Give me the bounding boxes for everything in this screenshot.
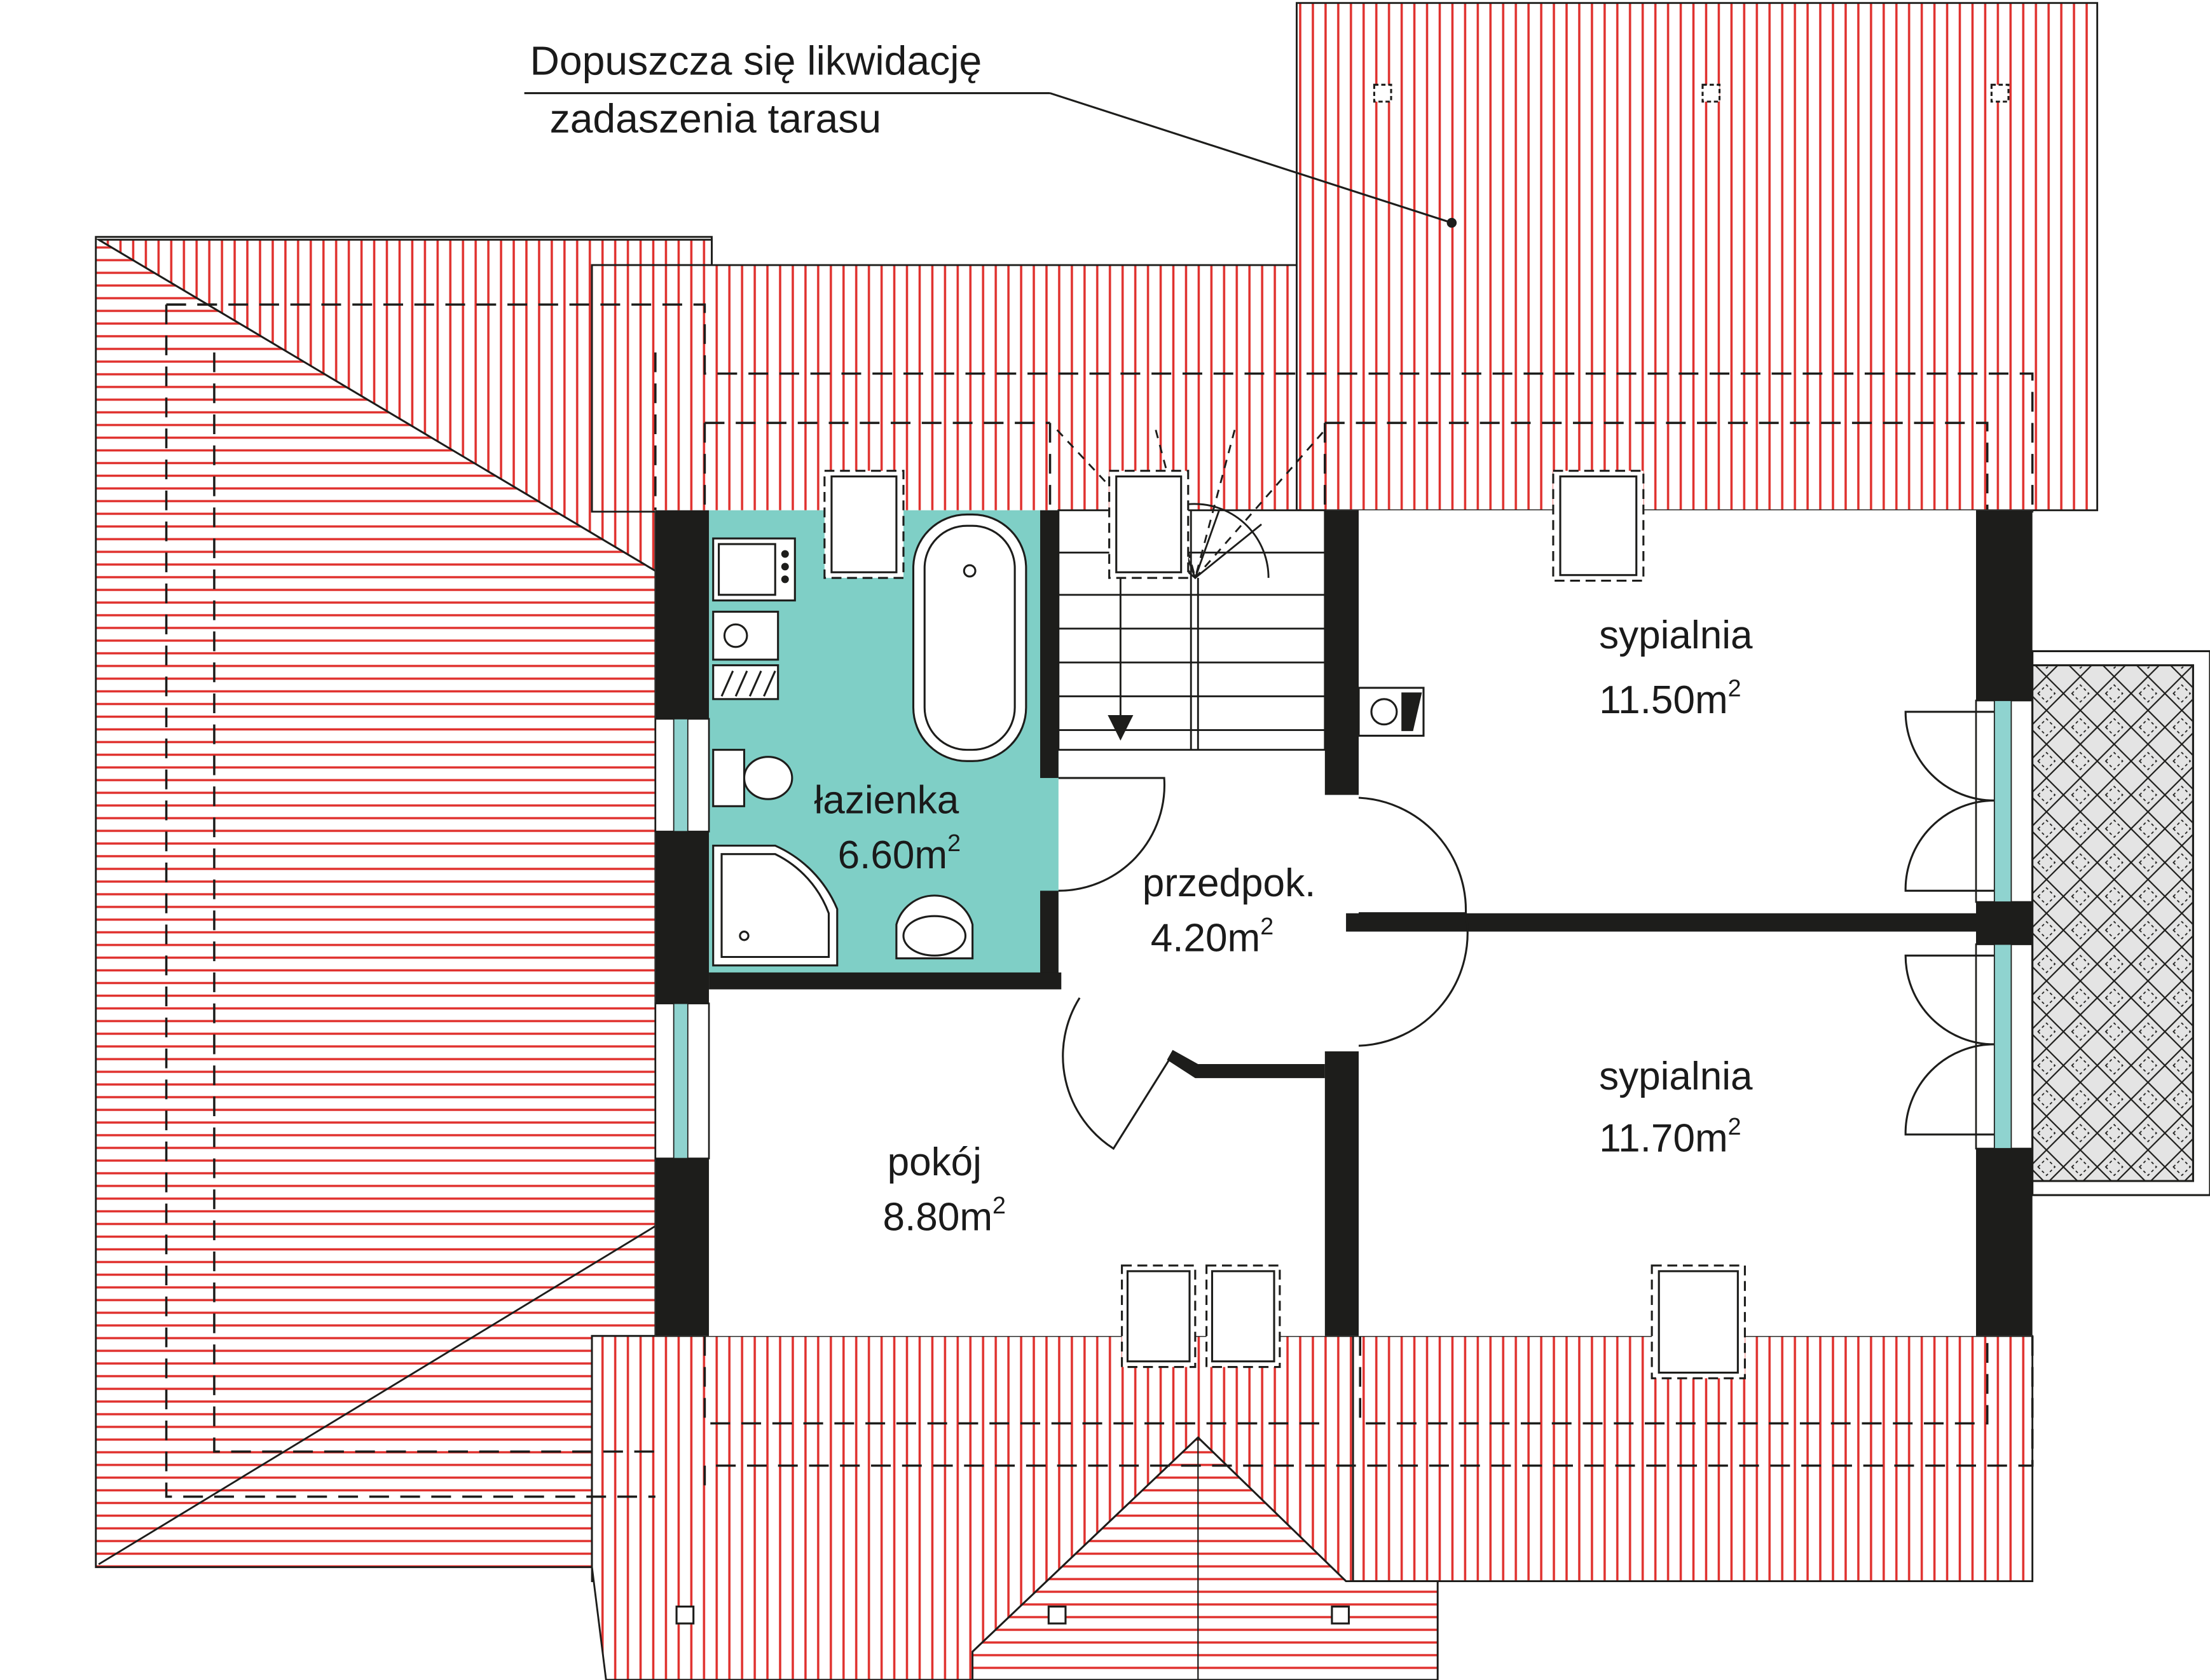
note-line-2: zadaszenia tarasu	[550, 96, 882, 142]
bathtub	[912, 513, 1027, 762]
room-name-lazienka: łazienka	[814, 778, 959, 822]
bathroom-fixtures	[712, 513, 1027, 967]
room-area-przedpok: 4.20m2	[1151, 913, 1273, 960]
room-name-przedpok: przedpok.	[1143, 861, 1316, 905]
room-name-sypialnia-1: sypialnia	[1599, 613, 1753, 657]
room-area-sypialnia-1: 11.50m2	[1599, 674, 1741, 722]
room-name-pokoj: pokój	[888, 1140, 982, 1184]
roof-terrace	[1296, 2, 2099, 512]
toilet	[743, 756, 793, 800]
room-labels: łazienka 6.60m2 przedpok. 4.20m2 pokój 8…	[814, 613, 1754, 1240]
roof-vents	[675, 83, 2010, 1625]
terrace-note: Dopuszcza się likwidację zadaszenia tara…	[524, 38, 1457, 228]
washbasin	[895, 894, 974, 960]
door-swings	[1058, 711, 1994, 1151]
walls	[655, 510, 2033, 1336]
room-area-lazienka: 6.60m2	[838, 830, 961, 877]
dashed-outlines	[165, 303, 2034, 1498]
skylights	[823, 470, 1746, 1379]
room-name-sypialnia-2: sypialnia	[1599, 1055, 1753, 1098]
roof-planes	[95, 2, 2099, 1680]
room-area-sypialnia-2: 11.70m2	[1599, 1113, 1741, 1161]
room-area-pokoj: 8.80m2	[883, 1192, 1006, 1240]
chimney-fixture	[1357, 686, 1425, 737]
washer	[712, 537, 796, 602]
windows	[654, 699, 2034, 1159]
note-line-1: Dopuszcza się likwidację	[530, 38, 982, 84]
balcony	[2031, 650, 2210, 1196]
